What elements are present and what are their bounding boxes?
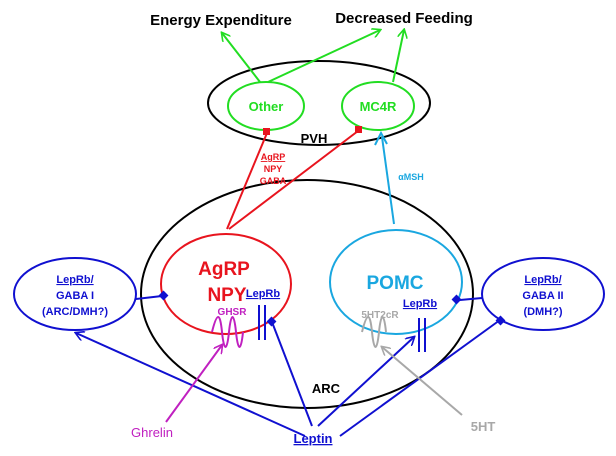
leptin-to-agrp-line: [271, 321, 313, 427]
pvh-region: [207, 60, 431, 146]
ghsr-receptor: [211, 316, 244, 348]
energy-expenditure-label: Energy Expenditure: [150, 12, 292, 29]
gaba1-line2: GABA I: [56, 290, 94, 302]
pomc-leprb-label: LepRb: [403, 298, 438, 310]
arrow-other-to-energy: [222, 33, 261, 83]
gaba2-line3: (DMH?): [523, 306, 562, 318]
pomc-to-mc4r-line: [381, 136, 395, 225]
amsh-signal-label: αMSH: [398, 172, 424, 182]
leptin-agrp-terminal: [266, 316, 277, 327]
agrp-npy-neuron: [160, 233, 292, 335]
gaba2-neuron: [481, 257, 605, 331]
agrp-mc4r-terminal: [355, 126, 362, 133]
decreased-feeding-label: Decreased Feeding: [335, 10, 473, 27]
mc4r-neuron: [341, 81, 415, 131]
gaba2-to-pomc-line: [459, 297, 483, 301]
gaba2-pomc-terminal: [451, 294, 462, 305]
5ht2cr-label: 5HT2cR: [361, 310, 399, 321]
gaba2-line2: GABA II: [522, 290, 563, 302]
5ht-to-5ht2cr-line: [382, 347, 463, 416]
leptin-label: Leptin: [294, 431, 333, 446]
arc-label: ARC: [312, 381, 341, 396]
agrp-leprb-receptor: [258, 305, 266, 340]
ghrelin-label: Ghrelin: [131, 425, 173, 440]
npy-label: NPY: [207, 285, 246, 306]
pomc-leprb-receptor: [418, 318, 426, 352]
pomc-label: POMC: [367, 273, 424, 294]
agrp-leprb-label: LepRb: [246, 288, 281, 300]
agrp-signal-label: AgRP: [261, 152, 286, 162]
mc4r-label: MC4R: [360, 99, 397, 114]
arc-region: [140, 179, 474, 409]
pomc-neuron: [329, 229, 463, 335]
npy-signal-label: NPY: [264, 164, 283, 174]
5ht2cr-receptor: [361, 316, 387, 348]
other-label: Other: [249, 99, 284, 114]
leptin-to-pomc-line: [317, 337, 414, 427]
5ht-label: 5HT: [471, 419, 496, 434]
gaba2-line1: LepRb/: [524, 274, 561, 286]
arrow-mc4r-to-feeding: [392, 30, 404, 83]
gaba1-agrp-terminal: [158, 290, 169, 301]
pomc-mc4r-arrowhead: [374, 130, 388, 146]
pvh-label: PVH: [301, 131, 328, 146]
leptin-gaba2-terminal: [495, 315, 506, 326]
leptin-to-gaba1-line: [76, 333, 306, 437]
gaba1-line3: (ARC/DMH?): [42, 306, 108, 318]
arrow-other-to-feeding: [267, 30, 380, 83]
agrp-label: AgRP: [198, 259, 250, 280]
agrp-other-terminal: [263, 128, 270, 135]
gaba1-neuron: [13, 257, 137, 331]
gaba-signal-label: GABA: [260, 176, 287, 186]
ghrelin-to-ghsr-line: [165, 345, 222, 423]
gaba1-to-agrp-line: [135, 295, 163, 300]
gaba1-line1: LepRb/: [56, 274, 93, 286]
ghsr-label: GHSR: [218, 307, 248, 318]
agrp-to-other-line: [226, 132, 268, 230]
agrp-to-mc4r-line: [228, 130, 359, 230]
